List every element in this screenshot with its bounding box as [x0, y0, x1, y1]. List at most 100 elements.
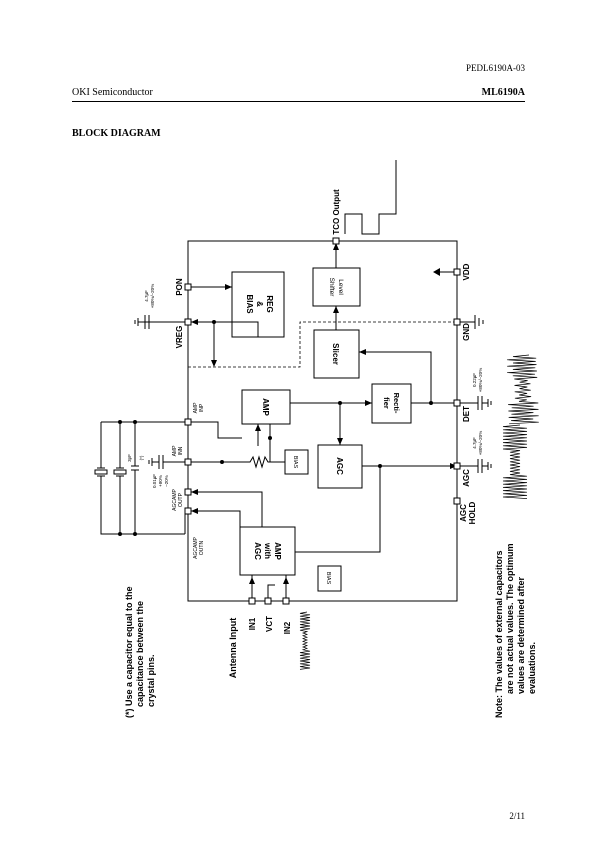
vdd-label: VDD	[462, 263, 471, 280]
values-note-line-2: are not actual values. The optimum	[505, 543, 515, 694]
amp-inn-label: AMP INN	[172, 445, 184, 457]
svg-text:OUTN: OUTN	[199, 541, 205, 556]
reg-bias-label-3: BIAS	[245, 294, 254, 314]
svg-text:IN1: IN1	[248, 617, 257, 630]
part-number: ML6190A	[481, 87, 525, 98]
agc-capacitor: 4.7µF +80%/–20%	[460, 431, 492, 473]
svg-text:TCO Output: TCO Output	[332, 189, 341, 235]
svg-text:DET: DET	[462, 406, 471, 422]
level-shifter-label-2: Shifter	[328, 278, 335, 298]
svg-text:4.7µF: 4.7µF	[472, 437, 477, 449]
bias-small-label: BIAS	[292, 456, 298, 469]
svg-text:0.22µF: 0.22µF	[472, 373, 477, 387]
pin-agcamp-outp	[184, 488, 192, 496]
slicer-label: Slicer	[331, 343, 340, 365]
pin-in1	[248, 597, 256, 605]
amp-with-agc-block: AMP with AGC	[239, 526, 296, 576]
tco-square-wave	[344, 160, 397, 235]
internal-wiring	[188, 243, 457, 601]
rectifier-label-2: fier	[382, 397, 391, 409]
values-note-line-3: values are determined after	[516, 576, 526, 694]
svg-text:AMP: AMP	[193, 402, 199, 414]
crystal-note-line-3: crystal pins.	[146, 654, 156, 707]
amp-label: AMP	[261, 398, 270, 416]
det-label: DET	[462, 406, 471, 422]
agc-block: AGC	[317, 444, 363, 489]
svg-text:VREG: VREG	[175, 326, 184, 349]
tco-output-label: TCO Output	[332, 189, 341, 235]
crystal-note-line-2: capacitance between the	[135, 601, 145, 707]
level-shifter-label-1: Level	[337, 279, 344, 295]
document-id: PEDL6190A-03	[466, 63, 525, 73]
svg-text:+80%/–20%: +80%/–20%	[478, 368, 483, 392]
pin-amp-inp	[184, 418, 192, 426]
pin-vdd	[453, 268, 461, 276]
bias-lower-block: BIAS	[317, 565, 342, 592]
amp-inn-capacitor: 0.01µF +80% –20%	[148, 455, 185, 488]
svg-text:–20%: –20%	[164, 475, 169, 487]
slicer-block: Slicer	[313, 329, 360, 379]
det-waveform	[506, 354, 539, 425]
amp-agc-label-1: AMP	[273, 542, 282, 560]
svg-text:HOLD: HOLD	[468, 501, 477, 524]
page-number: 2/11	[509, 811, 525, 821]
svg-text:PON: PON	[175, 278, 184, 296]
amp-inp-label: AMP INP	[193, 402, 205, 414]
svg-text:AMP: AMP	[172, 445, 178, 457]
values-note: Note: The values of external capacitors …	[494, 543, 537, 718]
reg-bias-label-2: &	[255, 301, 264, 307]
amp-agc-label-2: with	[263, 542, 272, 559]
pin-amp-inn	[184, 458, 192, 466]
regulator-domain-boundary	[188, 321, 457, 368]
vreg-capacitor: 4.7µF +80%/–20%	[134, 284, 185, 329]
svg-text:0.01µF: 0.01µF	[152, 474, 157, 488]
vct-label: VCT	[265, 616, 274, 632]
svg-text:INN: INN	[178, 446, 184, 455]
pin-agc	[453, 462, 461, 470]
svg-text:INP: INP	[199, 403, 205, 412]
bias-lower-label: BIAS	[325, 572, 331, 585]
agcamp-outn-label: AGCAMP OUTN	[193, 537, 205, 559]
svg-text:GND: GND	[462, 323, 471, 341]
antenna-waveform	[299, 611, 311, 670]
svg-text:AGCAMP: AGCAMP	[172, 489, 178, 511]
svg-text:VCT: VCT	[265, 616, 274, 632]
section-title: BLOCK DIAGRAM	[72, 128, 161, 139]
values-note-line-4: evaluations.	[527, 642, 537, 694]
svg-text:AGC: AGC	[459, 504, 468, 522]
crystal-network: 3pF (*)	[94, 420, 186, 536]
company-name: OKI Semiconductor	[72, 87, 153, 98]
antenna-input-label: Antenna Input	[228, 618, 238, 679]
crystal-note: (*) Use a capacitor equal to the capacit…	[124, 586, 156, 718]
in2-label: IN2	[283, 621, 292, 634]
level-shifter-block: Level Shifter	[312, 267, 361, 307]
pin-det	[453, 399, 461, 407]
crystal-note-line-1: (*) Use a capacitor equal to the	[124, 586, 134, 718]
agcamp-outp-label: AGCAMP OUTP	[172, 489, 184, 511]
svg-text:VDD: VDD	[462, 263, 471, 280]
values-note-line-1: Note: The values of external capacitors	[494, 550, 504, 718]
pin-tco	[332, 237, 340, 245]
pin-markers	[184, 237, 461, 605]
svg-text:AGC: AGC	[462, 469, 471, 487]
in1-label: IN1	[248, 617, 257, 630]
amp-block: AMP	[241, 389, 291, 425]
svg-text:+80%: +80%	[158, 475, 163, 487]
ground-symbol	[460, 315, 484, 329]
gnd-label: GND	[462, 323, 471, 341]
pin-agc-hold	[453, 497, 461, 505]
agc-pin-label: AGC	[462, 469, 471, 487]
rectifier-label-1: Recti-	[392, 393, 401, 414]
pin-agcamp-outn	[184, 507, 192, 515]
reg-bias-label-1: REG	[265, 295, 274, 312]
svg-text:4.7µF: 4.7µF	[144, 290, 149, 302]
svg-text:OUTP: OUTP	[178, 492, 184, 507]
svg-text:(*): (*)	[139, 455, 144, 460]
vreg-label: VREG	[175, 326, 184, 349]
det-capacitor: 0.22µF +80%/–20%	[460, 368, 492, 410]
pin-gnd	[453, 318, 461, 326]
pin-in2	[282, 597, 290, 605]
amp-agc-label-3: AGC	[253, 542, 262, 560]
svg-text:+80%/–20%: +80%/–20%	[478, 431, 483, 455]
